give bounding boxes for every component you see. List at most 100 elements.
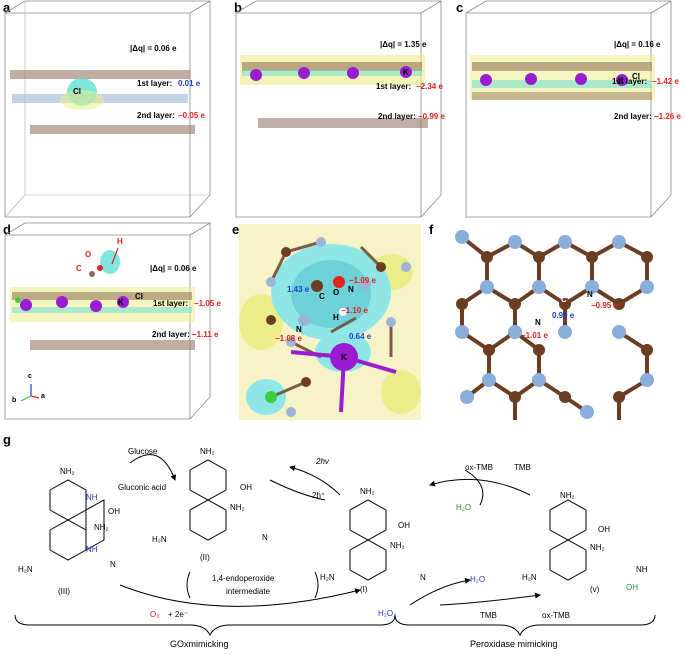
panel-c: c K Cl |Δq| = 0.16 e 1st layer: −1.42 e … <box>456 0 685 220</box>
dq-value: |Δq| = 0.06 e <box>130 44 177 53</box>
layer1-value: 0.01 e <box>178 79 201 88</box>
k-atom-label: K <box>403 68 409 77</box>
layer2-label: 2nd layer: <box>152 330 190 339</box>
ox-tmb-label-2: ox-TMB <box>542 611 570 620</box>
charge-1.43: 1.43 e <box>287 285 310 294</box>
panel-label: b <box>234 0 242 15</box>
k-atom-label: K <box>341 353 347 362</box>
compound-I-label: (I) <box>360 585 368 594</box>
n-label: N <box>420 573 426 582</box>
electron-label: + 2e⁻ <box>168 610 189 619</box>
holes-label: 2h⁺ <box>312 491 326 500</box>
n-atom-label-2: N <box>535 318 541 327</box>
layer1-label: 1st layer: <box>137 79 173 88</box>
n-label: N <box>110 560 116 569</box>
layer2-label: 2nd layer: <box>614 112 652 121</box>
layer2-value: −1.11 e <box>192 330 219 339</box>
panel-b: b K |Δq| = 1.35 e 1st layer: −2.34 e 2nd… <box>228 0 453 220</box>
gluconic-acid-label: Gluconic acid <box>118 483 167 492</box>
n-atom-label-1: N <box>348 285 354 294</box>
charge-0.95: −0.95 e <box>591 301 618 310</box>
tmb-label-1: TMB <box>514 463 531 472</box>
o-atom-label: O <box>85 250 92 259</box>
oh-label: OH <box>108 507 120 516</box>
layer2-label: 2nd layer: <box>137 111 175 120</box>
layer2-label: 2nd layer: <box>378 112 416 121</box>
oh-label: OH <box>240 483 252 492</box>
layer1-value: −1.05 e <box>194 299 221 308</box>
nh2-label: NH₂ <box>390 541 405 550</box>
layer1-value: −1.42 e <box>652 77 679 86</box>
ox-tmb-label-1: ox-TMB <box>465 463 493 472</box>
layer2-value: −0.05 e <box>178 111 205 120</box>
cl-atom-label: Cl <box>135 292 143 301</box>
intermediate-label: intermediate <box>226 587 271 596</box>
h2o-label-1: H₂O <box>456 503 472 512</box>
cell-box <box>465 0 672 218</box>
charge-density-zoom <box>239 224 421 420</box>
lattice-diagram <box>455 230 654 420</box>
cl-atom-label: Cl <box>73 87 81 96</box>
oh-label: OH <box>398 521 410 530</box>
panel-e: e 1.43 e C O N −1.09 e −1.10 e H N −1.08… <box>231 222 423 422</box>
nh2-label: NH₂ <box>200 447 215 456</box>
layer1-label: 1st layer: <box>612 77 648 86</box>
panel-label: e <box>232 222 240 237</box>
panel-d: d H O C K Cl |Δq| = 0.06 e 1st layer: −1… <box>0 222 228 422</box>
panel-label: f <box>429 222 434 237</box>
nh2-label: NH₂ <box>94 523 109 532</box>
panel-f: f C N N 0.99 e −0.95 e −1.01 e <box>427 222 685 422</box>
oh-label: OH <box>598 525 610 534</box>
n-atom-label-1: N <box>587 290 593 299</box>
peroxidase-mimicking-label: Peroxidase mimicking <box>470 639 558 649</box>
tmb-label-2: TMB <box>480 611 497 620</box>
charge-1.08: −1.08 e <box>275 334 302 343</box>
cell-box <box>4 0 211 218</box>
c-atom-label: C <box>76 264 82 273</box>
n-atom-label-2: N <box>296 325 302 334</box>
charge-0.99: 0.99 e <box>552 311 575 320</box>
layer1-label: 1st layer: <box>153 299 189 308</box>
dq-value: |Δq| = 0.06 e <box>150 264 197 273</box>
panel-g: g <box>0 425 685 655</box>
dq-value: |Δq| = 0.16 e <box>614 40 661 49</box>
nh2-label: NH₂ <box>590 543 605 552</box>
compound-II-label: (II) <box>200 553 210 562</box>
compound-v-label: (v) <box>590 585 600 594</box>
h2o2-label: H₂O₂ <box>378 609 397 618</box>
k-atom-label: K <box>618 76 624 85</box>
cl-atom-label: Cl <box>632 72 640 81</box>
glucose-label: Glucose <box>128 447 158 456</box>
panel-label: d <box>3 222 11 237</box>
hv-label: 2hv <box>316 457 329 466</box>
nh2-label: NH₂ <box>60 467 75 476</box>
h-atom-label: H <box>117 237 123 246</box>
endoperoxide-label: 1,4-endoperoxide <box>212 574 275 583</box>
o2-label: O₂ <box>150 610 160 619</box>
compound-III-label: (III) <box>58 587 70 596</box>
nh-label: NH <box>86 545 98 554</box>
h-atom-label: H <box>333 313 339 322</box>
panel-label: c <box>456 0 464 15</box>
nh2-label: NH₂ <box>230 503 245 512</box>
panel-a: a Cl |Δq| = 0.06 e 1st layer: 0.01 e 2nd… <box>0 0 225 220</box>
cell-box <box>4 222 211 420</box>
charge-1.01: −1.01 e <box>521 331 548 340</box>
oh-label: OH <box>626 583 638 592</box>
c-atom-label: C <box>561 295 567 304</box>
layer2-value: −1.26 e <box>654 112 681 121</box>
n-label: N <box>262 533 268 542</box>
gox-mimicking-label: GOxmimicking <box>170 639 229 649</box>
nh-label: NH <box>86 493 98 502</box>
nh2-label: NH₂ <box>360 487 375 496</box>
layer2-value: −0.99 e <box>418 112 445 121</box>
h2n-label: H₂N <box>18 565 33 574</box>
h2o-label-2: H₂O <box>470 575 486 584</box>
layer1-label: 1st layer: <box>376 82 412 91</box>
nh2-label: NH₂ <box>560 491 575 500</box>
charge-0.64: 0.64 e <box>349 332 372 341</box>
cell-box <box>235 0 442 218</box>
axis-a-label: a <box>41 393 45 400</box>
h2n-label: H₂N <box>522 573 537 582</box>
dq-value: |Δq| = 1.35 e <box>380 40 427 49</box>
